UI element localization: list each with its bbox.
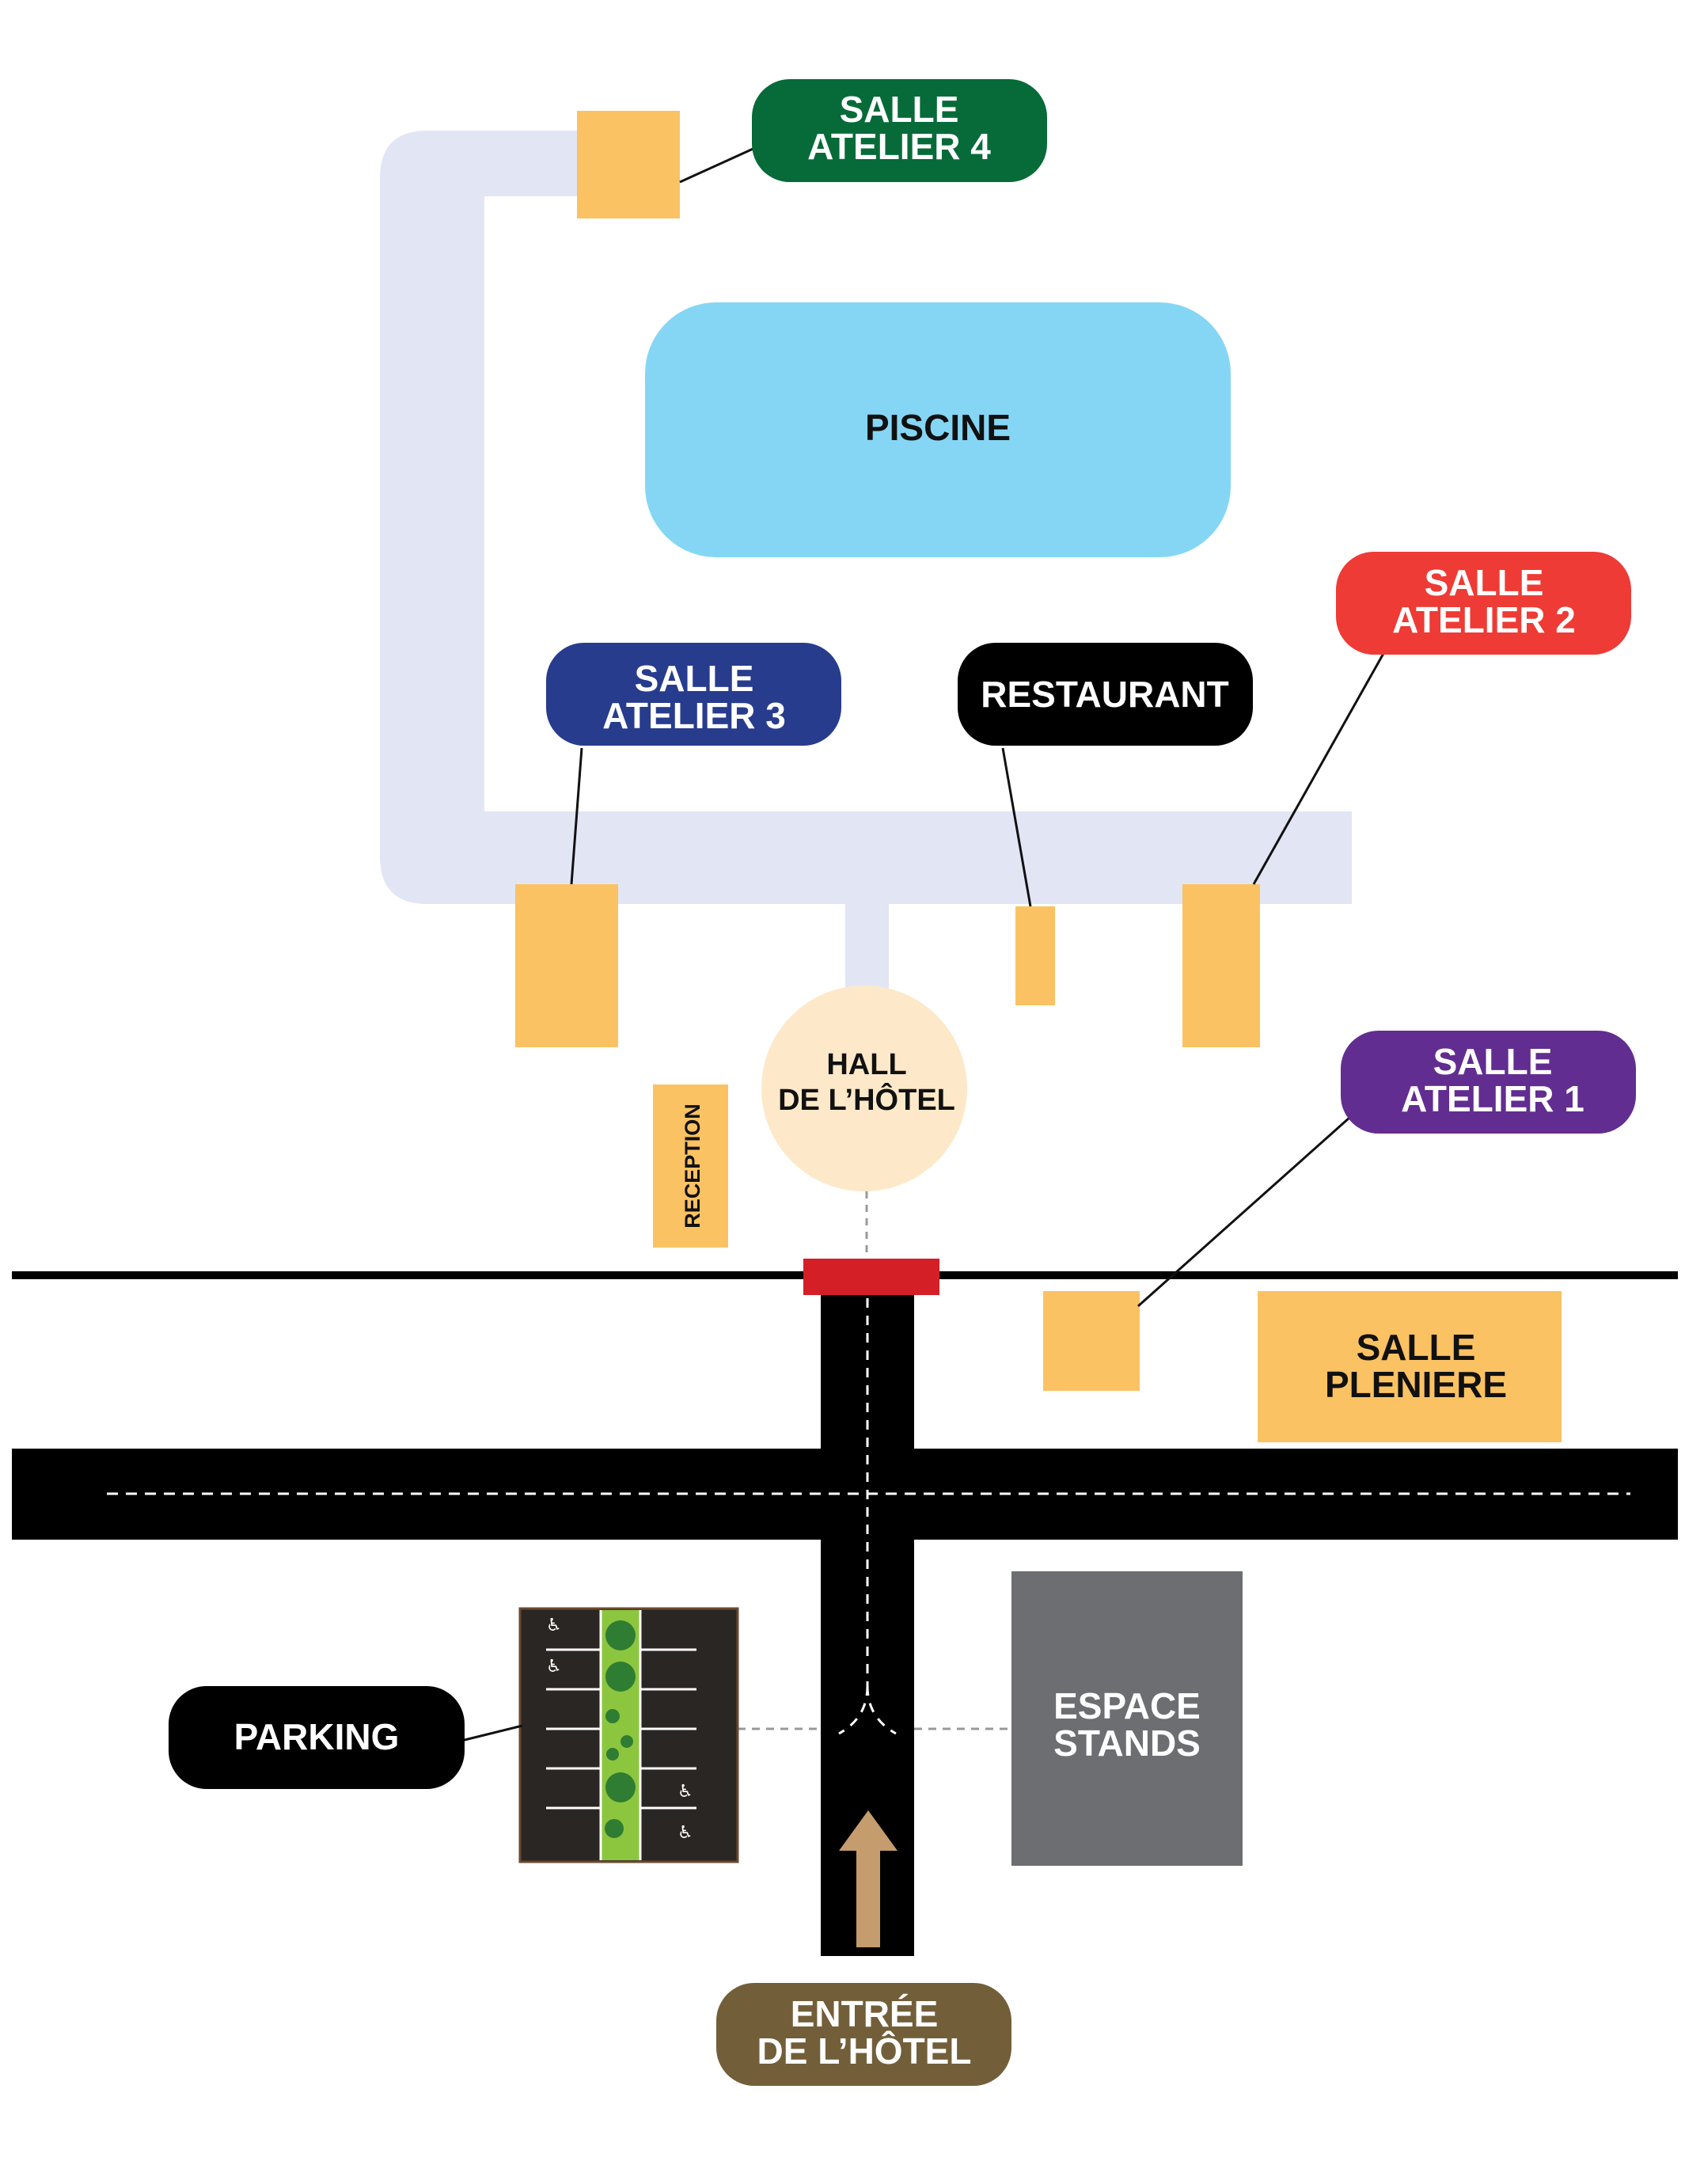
accessible-parking-icon: ♿ ♿ ♿ ♿ (546, 1616, 693, 1843)
room-reception[interactable] (653, 1084, 728, 1248)
callout-atelier-1-pill (1341, 1031, 1636, 1134)
entree-label-line2: DE L’HÔTEL (757, 2030, 972, 2072)
room-atelier-4[interactable] (577, 111, 680, 218)
pool-label: PISCINE (865, 407, 1011, 448)
leader-atelier-2 (1252, 650, 1387, 885)
callout-atelier-4[interactable]: SALLE ATELIER 4 (752, 79, 1047, 182)
callout-entree[interactable]: ENTRÉE DE L’HÔTEL (716, 1983, 1011, 2086)
callout-atelier-2-pill (1336, 552, 1631, 655)
room-atelier-2[interactable] (1182, 884, 1260, 1047)
pleniere-label-line2: PLENIERE (1325, 1364, 1507, 1405)
corridor (380, 131, 1352, 989)
atelier-4-label-line2: ATELIER 4 (807, 126, 991, 167)
callout-atelier-2[interactable]: SALLE ATELIER 2 (1336, 552, 1631, 655)
callout-restaurant[interactable]: RESTAURANT (958, 643, 1253, 746)
leader-atelier-1 (1137, 1116, 1350, 1308)
arrow-up-icon (839, 1810, 898, 1947)
leader-lines (457, 145, 1387, 1743)
svg-text:♿: ♿ (546, 1616, 562, 1635)
leader-atelier-3 (570, 747, 583, 885)
restaurant-label: RESTAURANT (981, 674, 1228, 715)
entree-label-line1: ENTRÉE (791, 1993, 939, 2034)
parking-median (601, 1610, 640, 1860)
atelier-1-label-line2: ATELIER 1 (1401, 1078, 1584, 1119)
atelier-1-label-line1: SALLE (1433, 1041, 1553, 1082)
callout-entree-pill (716, 1983, 1011, 2086)
callout-atelier-4-pill (752, 79, 1047, 182)
callout-atelier-1[interactable]: SALLE ATELIER 1 (1341, 1031, 1636, 1134)
hall-label-line1: HALL (826, 1048, 906, 1081)
hotel-door[interactable] (803, 1259, 939, 1295)
corridor-stub (845, 902, 889, 989)
reception-label: RECEPTION (681, 1103, 704, 1229)
stands-label-line1: ESPACE (1053, 1685, 1201, 1726)
room-atelier-3[interactable] (515, 884, 618, 1047)
corridor-path (380, 131, 1352, 904)
hall-label-line2: DE L’HÔTEL (778, 1081, 955, 1117)
leader-restaurant (1001, 747, 1032, 907)
room-atelier-1[interactable] (1043, 1291, 1140, 1391)
leader-parking (457, 1724, 523, 1743)
callout-parking[interactable]: PARKING (169, 1686, 465, 1789)
svg-text:♿: ♿ (677, 1782, 693, 1802)
entry-road-branch-right (866, 1685, 897, 1735)
atelier-2-label-line2: ATELIER 2 (1392, 599, 1576, 640)
atelier-2-label-line1: SALLE (1425, 562, 1544, 603)
atelier-3-label-line2: ATELIER 3 (602, 695, 786, 736)
hotel-hall[interactable] (761, 986, 967, 1191)
atelier-4-label-line1: SALLE (840, 89, 959, 130)
leader-atelier-4 (679, 145, 759, 184)
callout-restaurant-pill (958, 643, 1253, 746)
stands-label-line2: STANDS (1053, 1723, 1201, 1764)
parking-lot[interactable]: ♿ ♿ ♿ ♿ (518, 1607, 739, 1863)
pool (645, 302, 1231, 557)
atelier-3-label-line1: SALLE (635, 658, 754, 699)
pleniere-label-line1: SALLE (1357, 1327, 1476, 1368)
espace-stands[interactable] (1011, 1571, 1243, 1866)
tree-icon (605, 1620, 636, 1838)
svg-text:♿: ♿ (546, 1657, 562, 1677)
room-restaurant[interactable] (1015, 906, 1055, 1005)
parking-space-lines (546, 1648, 696, 1810)
callout-atelier-3[interactable]: SALLE ATELIER 3 (546, 643, 841, 746)
callout-atelier-3-pill (546, 643, 841, 746)
parking-label: PARKING (234, 1716, 400, 1757)
svg-text:♿: ♿ (677, 1823, 693, 1843)
callout-parking-pill (169, 1686, 465, 1789)
room-salle-pleniere[interactable] (1258, 1291, 1562, 1442)
